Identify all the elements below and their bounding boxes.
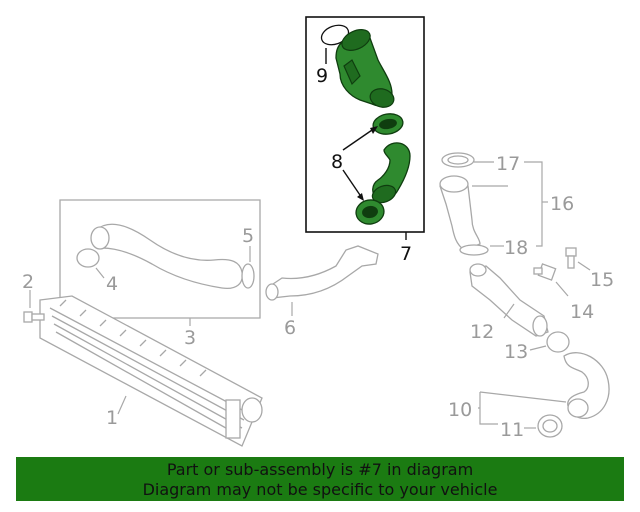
hose-3-end <box>90 226 110 250</box>
arrow-8a <box>370 126 378 134</box>
bracket-16 <box>524 161 543 247</box>
pipe-part-12[interactable] <box>469 265 549 337</box>
leader-4 <box>95 267 105 279</box>
ring-part-13[interactable] <box>546 331 570 353</box>
leader-8b <box>342 169 363 199</box>
pipe-6-end <box>265 283 279 301</box>
callout-14[interactable]: 14 <box>570 301 594 323</box>
callout-6[interactable]: 6 <box>284 317 296 339</box>
callout-12[interactable]: 12 <box>470 321 494 343</box>
intercooler-part-1[interactable] <box>39 295 263 447</box>
arrow-8b <box>357 193 364 201</box>
highlight-box-7 <box>305 16 425 233</box>
callout-11[interactable]: 11 <box>500 419 524 441</box>
hose-part-3[interactable] <box>90 223 243 290</box>
leader-14 <box>555 281 569 297</box>
callout-5[interactable]: 5 <box>242 225 254 247</box>
callout-1[interactable]: 1 <box>106 407 118 429</box>
callout-9[interactable]: 9 <box>316 65 328 87</box>
pipe-12-outlet <box>532 315 548 337</box>
kit-box-3 <box>59 199 261 319</box>
bolt-part-2[interactable] <box>23 311 45 323</box>
bracket-10 <box>479 392 498 425</box>
pipe-part-6[interactable] <box>269 245 379 299</box>
banner-line-1: Part or sub-assembly is #7 in diagram <box>166 460 474 479</box>
callout-7[interactable]: 7 <box>400 243 412 265</box>
leader-8a <box>342 127 376 151</box>
callout-2[interactable]: 2 <box>22 271 34 293</box>
info-banner: Part or sub-assembly is #7 in diagram Di… <box>16 457 624 501</box>
seal-part-18[interactable] <box>459 244 489 256</box>
callout-17[interactable]: 17 <box>496 153 520 175</box>
leader-1 <box>117 395 127 415</box>
callout-3[interactable]: 3 <box>184 327 196 349</box>
callout-16[interactable]: 16 <box>550 193 574 215</box>
sensor-part-14[interactable] <box>533 263 557 281</box>
callout-4[interactable]: 4 <box>106 273 118 295</box>
ring-part-4[interactable] <box>76 248 100 268</box>
banner-line-2: Diagram may not be specific to your vehi… <box>142 480 498 499</box>
leader-15 <box>577 261 591 271</box>
clamp-lower-inner <box>362 205 378 219</box>
callout-15[interactable]: 15 <box>590 269 614 291</box>
gasket-17-inner <box>447 155 469 165</box>
leader-13 <box>529 345 547 351</box>
oring-part-9[interactable] <box>319 22 351 48</box>
callout-18[interactable]: 18 <box>504 237 528 259</box>
upper-air-duct[interactable] <box>335 26 396 110</box>
clamp-upper-inner <box>379 118 397 130</box>
callout-13[interactable]: 13 <box>504 341 528 363</box>
bolt-part-15[interactable] <box>565 247 577 269</box>
leader-10 <box>478 391 567 409</box>
pipe-12-end <box>469 263 487 277</box>
ring-part-11[interactable] <box>537 414 563 438</box>
leader-12 <box>503 303 515 319</box>
callout-10[interactable]: 10 <box>448 399 472 421</box>
callout-8[interactable]: 8 <box>331 151 343 173</box>
hose-10-end <box>567 398 589 418</box>
air-hose-end <box>371 184 397 204</box>
clamp-part-5[interactable] <box>241 263 255 289</box>
gasket-part-17[interactable] <box>441 152 475 168</box>
ring-11-inner <box>542 419 558 433</box>
hose-16-end <box>439 175 469 193</box>
